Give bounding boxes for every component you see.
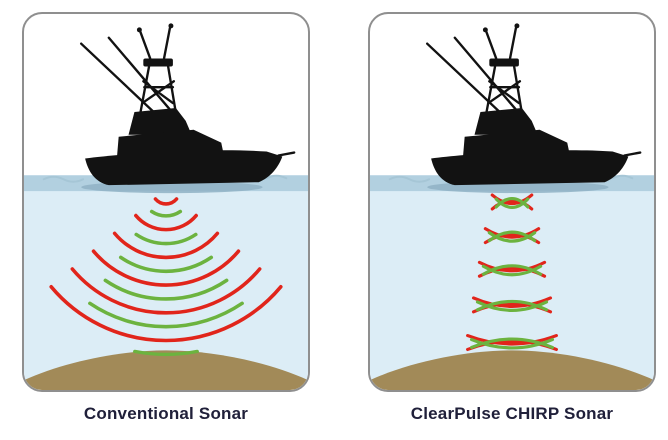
sonar-arc <box>112 231 220 260</box>
sonar-arc <box>88 301 244 329</box>
sonar-arc <box>70 267 262 315</box>
wave <box>265 174 288 180</box>
sonar-arc <box>475 300 549 312</box>
sonar-arc <box>494 196 530 209</box>
wave <box>42 175 85 183</box>
sonar-arcs-chirp <box>466 193 558 352</box>
seafloor <box>24 350 308 390</box>
sonar-arc <box>133 349 199 357</box>
sonar-arc <box>134 232 198 246</box>
sonar-arc <box>477 260 547 273</box>
panel-chirp-sonar <box>368 12 656 392</box>
panel-conventional-sonar <box>22 12 310 392</box>
sonar-arcs-conventional <box>49 197 283 357</box>
sonar-arc <box>149 209 183 218</box>
sonar-arc <box>471 296 553 308</box>
sonar-arc <box>153 197 179 206</box>
chirp-sonar-illustration <box>370 22 654 390</box>
sonar-arc <box>469 337 555 350</box>
sonar-arc <box>487 230 537 243</box>
label-chirp-sonar: ClearPulse CHIRP Sonar <box>410 404 614 423</box>
sonar-arc <box>490 193 534 206</box>
sonar-arc <box>91 249 241 287</box>
sonar-arc <box>469 337 555 350</box>
sonar-arc <box>118 255 214 274</box>
sonar-arc <box>49 285 283 343</box>
sonar-arc <box>475 299 549 312</box>
conventional-sonar-illustration <box>24 22 308 390</box>
label-conventional-sonar: Conventional Sonar <box>83 404 249 423</box>
sonar-arc <box>494 197 530 210</box>
sonar-arc <box>103 278 229 301</box>
wave <box>388 175 431 183</box>
seafloor <box>370 350 654 390</box>
boat-illustration <box>426 22 642 187</box>
wave <box>611 174 634 180</box>
sonar-arc <box>481 264 543 277</box>
sonar-arc <box>466 333 558 346</box>
sonar-arc <box>487 231 537 243</box>
boat-illustration <box>80 22 296 187</box>
sonar-arc <box>481 264 543 276</box>
sonar-arc <box>134 213 198 232</box>
